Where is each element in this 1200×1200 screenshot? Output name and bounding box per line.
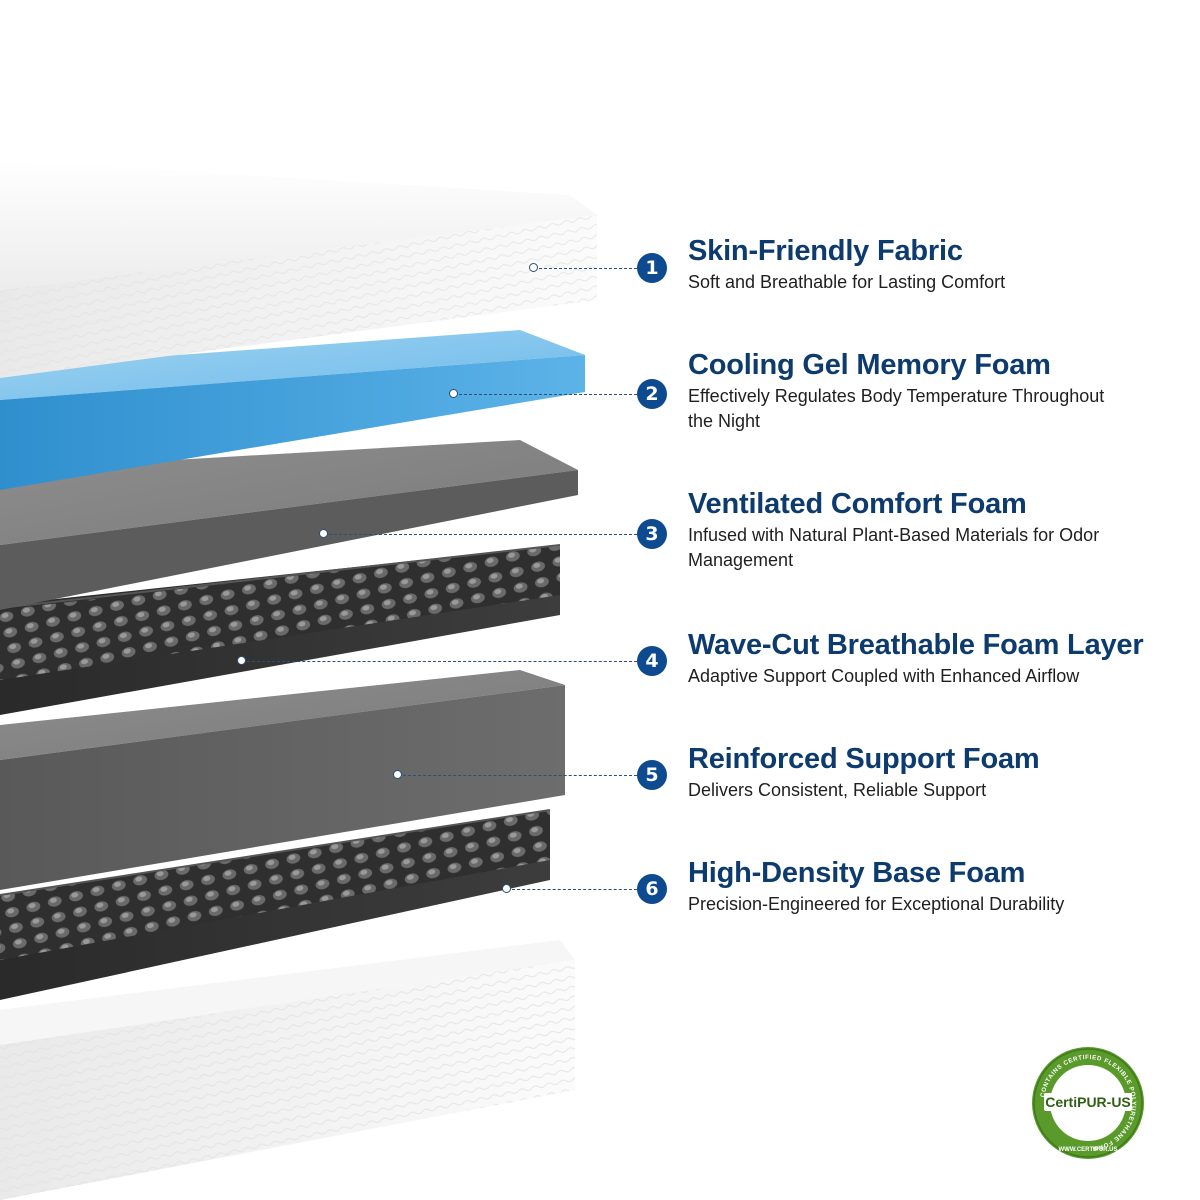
layer-description: Precision-Engineered for Exceptional Dur… <box>688 894 1065 914</box>
anchor-dot-3 <box>319 529 328 538</box>
layer-title: Cooling Gel Memory Foam <box>688 349 1051 381</box>
callout-skin-friendly-fabric: Skin-Friendly Fabric Soft and Breathable… <box>688 234 1188 295</box>
layer-title: High-Density Base Foam <box>688 857 1026 889</box>
number-badge-6: 6 <box>637 874 667 904</box>
number-badge-1: 1 <box>637 253 667 283</box>
anchor-dot-4 <box>237 656 246 665</box>
number-badge-3: 3 <box>637 519 667 549</box>
layer-description: Effectively Regulates Body Temperature T… <box>688 386 1105 431</box>
layer-description: Soft and Breathable for Lasting Comfort <box>688 272 1006 292</box>
leader-line-1 <box>539 268 637 269</box>
bottom-cover-layer <box>0 940 575 1200</box>
anchor-dot-5 <box>393 770 402 779</box>
callout-high-density-base-foam: High-Density Base Foam Precision-Enginee… <box>688 856 1188 917</box>
leader-line-3 <box>329 534 637 535</box>
leader-line-2 <box>459 394 637 395</box>
anchor-dot-2 <box>449 389 458 398</box>
anchor-dot-6 <box>502 884 511 893</box>
seal-name: CertiPUR-US <box>1045 1094 1131 1110</box>
number-badge-5: 5 <box>637 760 667 790</box>
support-foam-layer <box>0 670 565 890</box>
top-cover-layer <box>0 160 597 378</box>
number-badge-4: 4 <box>637 646 667 676</box>
layer-description: Adaptive Support Coupled with Enhanced A… <box>688 666 1080 686</box>
comfort-foam-layer <box>0 440 578 610</box>
layer-description: Delivers Consistent, Reliable Support <box>688 780 987 800</box>
layer-title: Skin-Friendly Fabric <box>688 235 963 267</box>
upper-wave-foam-layer <box>0 544 561 715</box>
number-badge-2: 2 <box>637 379 667 409</box>
leader-line-5 <box>403 775 637 776</box>
lower-wave-foam-layer <box>0 809 551 1000</box>
seal-url: WWW.CERTIPUR.US <box>1059 1147 1118 1153</box>
layer-title: Reinforced Support Foam <box>688 743 1040 775</box>
callout-wave-cut-breathable-foam: Wave-Cut Breathable Foam Layer Adaptive … <box>688 628 1188 689</box>
leader-line-4 <box>247 661 637 662</box>
callout-reinforced-support-foam: Reinforced Support Foam Delivers Consist… <box>688 742 1188 803</box>
anchor-dot-1 <box>529 263 538 272</box>
callout-ventilated-comfort-foam: Ventilated Comfort Foam Infused with Nat… <box>688 487 1188 573</box>
certipur-us-seal: CONTAINS CERTIFIED FLEXIBLE POLYURETHANE… <box>1032 1047 1144 1159</box>
layer-description: Infused with Natural Plant-Based Materia… <box>688 525 1100 570</box>
cooling-gel-layer <box>0 330 585 490</box>
callout-cooling-gel-memory-foam: Cooling Gel Memory Foam Effectively Regu… <box>688 348 1188 434</box>
leader-line-6 <box>512 889 637 890</box>
layer-title: Ventilated Comfort Foam <box>688 488 1027 520</box>
layer-title: Wave-Cut Breathable Foam Layer <box>688 629 1144 661</box>
